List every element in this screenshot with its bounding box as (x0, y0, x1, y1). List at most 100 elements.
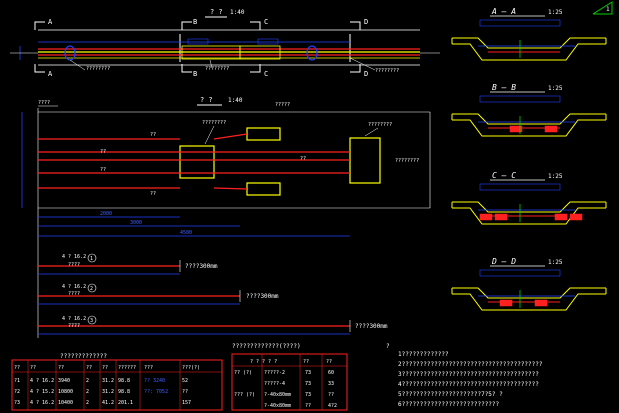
section-tendon-box (509, 125, 523, 133)
cut-mark-b-bottom: B (193, 70, 197, 78)
material-cell: ?? (182, 389, 188, 395)
material-table-title: ????????????? (60, 353, 107, 360)
anchor-header-cell: ?? (303, 359, 309, 365)
detail-1-label: 4 ? 16.2 (62, 254, 86, 260)
anchor-header-cell: ? ? ? ? ? (250, 359, 277, 365)
anchor-cell: ?? (?) (234, 370, 252, 376)
anchor-cell: ??? (?) (234, 392, 255, 398)
detail-2: 2 4 ? 16.2 ???? ????300mm (38, 283, 279, 305)
section-a: A — A 1:25 (451, 7, 607, 61)
material-header-cell: ?? (58, 365, 64, 371)
material-table: ????????????? ??????????????????????(?)?… (11, 353, 223, 411)
anchor-cell: 60 (328, 370, 334, 376)
bar-label-3: ?? (300, 156, 306, 162)
material-cell: 157 (182, 400, 191, 406)
material-cell: 201.1 (118, 400, 133, 406)
plan-view-title: ? ? (210, 8, 223, 16)
bar-label-4: ?? (100, 167, 106, 173)
ucs-corner-icon[interactable]: 1 (592, 1, 613, 15)
detail-1-note: ????300mm (185, 263, 218, 270)
material-cell: 10400 (58, 400, 73, 406)
section-b-scale: 1:25 (548, 85, 563, 92)
material-cell: 31.2 (102, 389, 114, 395)
note-line: 4?????????????????????????????????????? (398, 381, 539, 388)
material-cell: 10800 (58, 389, 73, 395)
cut-mark-a-bottom: A (48, 70, 53, 78)
material-header-cell: ?? (30, 365, 36, 371)
cut-mark-d-top: D (364, 18, 368, 26)
section-deck-bottom (452, 43, 606, 61)
section-a-title: A — A (491, 7, 516, 16)
anchor-cell: ?? (305, 403, 311, 409)
dim-value-2: 3000 (130, 220, 142, 226)
section-dim-bar (479, 95, 561, 103)
section-deck-bottom (452, 293, 606, 311)
elevation-label-top: ????? (275, 102, 290, 108)
anchor-cell: ?????-2 (264, 370, 285, 376)
cut-mark-c-top: C (264, 18, 268, 26)
section-tendon-box (569, 213, 583, 221)
plan-view-scale: 1:40 (230, 9, 245, 16)
ucs-icon-label: 1 (606, 6, 610, 13)
dim-value-1: 2000 (100, 211, 112, 217)
anchor-cell: ?????-4 (264, 381, 285, 387)
section-dim-bar (479, 19, 561, 27)
section-a-scale: 1:25 (548, 9, 563, 16)
material-cell: ?3 (14, 400, 20, 406)
material-cell: 52 (182, 378, 188, 384)
detail-1: 1 4 ? 16.2 ???? ????300mm (38, 253, 218, 275)
detail-1-marker: 1 (90, 256, 93, 262)
section-tendon-box (544, 125, 558, 133)
anchor-cell: 73 (305, 392, 311, 398)
cut-mark-d-bottom: D (364, 70, 368, 78)
material-header-cell: ?? (86, 365, 92, 371)
material-cell: 98.8 (118, 389, 130, 395)
detail-2-sub: ???? (68, 291, 80, 297)
material-cell: 4 ? 16.2 (30, 400, 54, 406)
detail-2-label: 4 ? 16.2 (62, 284, 86, 290)
plan-leader-note-3: ???????? (375, 68, 399, 74)
section-dim-bar (479, 269, 561, 277)
notes-block: ? 1?????????????2???????????????????????… (386, 343, 543, 408)
anchor-cell: ?-40x80mm (264, 403, 291, 409)
material-cell: ?1 (14, 378, 20, 384)
elevation-view: ? ? 1:40 ???? ????? ?? ?? ?? ?? ?? ?????… (21, 96, 431, 338)
material-cell: 41.2 (102, 400, 114, 406)
detail-2-marker: 2 (90, 286, 93, 292)
material-cell: 2 (86, 389, 89, 395)
bar-label-2: ?? (100, 149, 106, 155)
material-cell: ?2 (14, 389, 20, 395)
material-cell: 2 (86, 378, 89, 384)
note-line: 2??????????????????????????????????????? (398, 361, 543, 368)
material-header-cell: ?? (102, 365, 108, 371)
detail-3-label: 4 ? 16.2 (62, 316, 86, 322)
anchor-cell: ?-40x80mm (264, 392, 291, 398)
elevation-title: ? ? (200, 96, 213, 104)
plan-view: ? ? 1:40 A A B B C C D D (10, 8, 440, 78)
material-cell: 98.8 (118, 378, 130, 384)
material-cell: 3940 (58, 378, 70, 384)
bar-label-5: ?? (150, 191, 156, 197)
plan-leader-note-1: ???????? (86, 66, 110, 72)
note-line: 3?????????????????????????????????????? (398, 371, 539, 378)
section-d-scale: 1:25 (548, 259, 563, 266)
material-cell: 2 (86, 400, 89, 406)
detail-3-marker: 3 (90, 318, 93, 324)
section-deck-top (452, 201, 606, 213)
section-c-scale: 1:25 (548, 173, 563, 180)
anchor-cell: ?? (328, 392, 334, 398)
plan-leader-note-2: ???????? (205, 66, 229, 72)
anchor-cell: 4?2 (328, 403, 337, 409)
detail-2-note: ????300mm (246, 293, 279, 300)
anchor-table: ?????????????(????) ? ? ? ? ??????? (?)?… (231, 343, 348, 411)
anchor-cell: 73 (305, 370, 311, 376)
material-cell: 4 ? 15.2 (30, 389, 54, 395)
elevation-label-right: ???????? (395, 158, 419, 164)
note-line: 1????????????? (398, 351, 449, 358)
material-cell: 31.2 (102, 378, 114, 384)
elevation-scale: 1:40 (228, 97, 243, 104)
